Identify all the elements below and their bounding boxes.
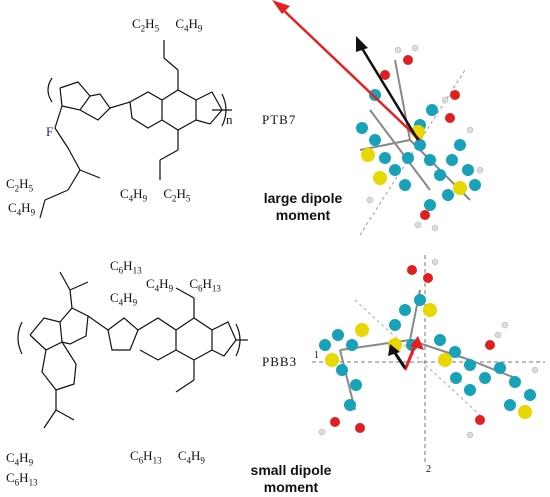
pbb3-ester-chain-2: C6H13 <box>6 470 38 488</box>
ptb7-ester-chain-2: C4H9 <box>8 200 36 218</box>
ptb7-3d-model <box>272 0 484 236</box>
pbb3-ester-chain-1: C4H9 <box>6 450 34 468</box>
pbb3-middle-chain: C4H9 C6H13 <box>146 276 221 294</box>
ptb7-repeat-n: n <box>226 112 233 127</box>
pbb3-bottom-chain: C6H13 C4H9 <box>130 448 205 466</box>
ptb7-top-chain: C2H5 C4H9 <box>132 16 203 34</box>
pbb3-caption-line-1: small dipole <box>250 462 332 478</box>
pbb3-dipole-caption: small dipole moment <box>236 462 346 496</box>
pbb3-name: PBB3 <box>262 354 298 369</box>
pbb3-caption-line-2: moment <box>263 479 319 495</box>
pbb3-top-chain-2: C4H9 <box>110 290 138 308</box>
pbb3-top-chain-1: C6H13 <box>110 258 142 276</box>
ptb7-ester-chain-1: C2H5 <box>6 176 34 194</box>
ptb7-bottom-chain: C4H9 C2H5 <box>120 186 191 204</box>
pbb3-axis-label-2: 2 <box>426 464 431 475</box>
ptb7-fluorine-label: F <box>46 124 54 139</box>
ptb7-caption-line-2: moment <box>275 207 331 223</box>
ptb7-caption-line-1: large dipole <box>263 190 343 206</box>
pbb3-axis-label-1: 1 <box>314 350 319 361</box>
pbb3-3d-model <box>312 255 545 462</box>
ptb7-dipole-caption: large dipole moment <box>248 190 358 224</box>
ptb7-name: PTB7 <box>262 112 297 127</box>
